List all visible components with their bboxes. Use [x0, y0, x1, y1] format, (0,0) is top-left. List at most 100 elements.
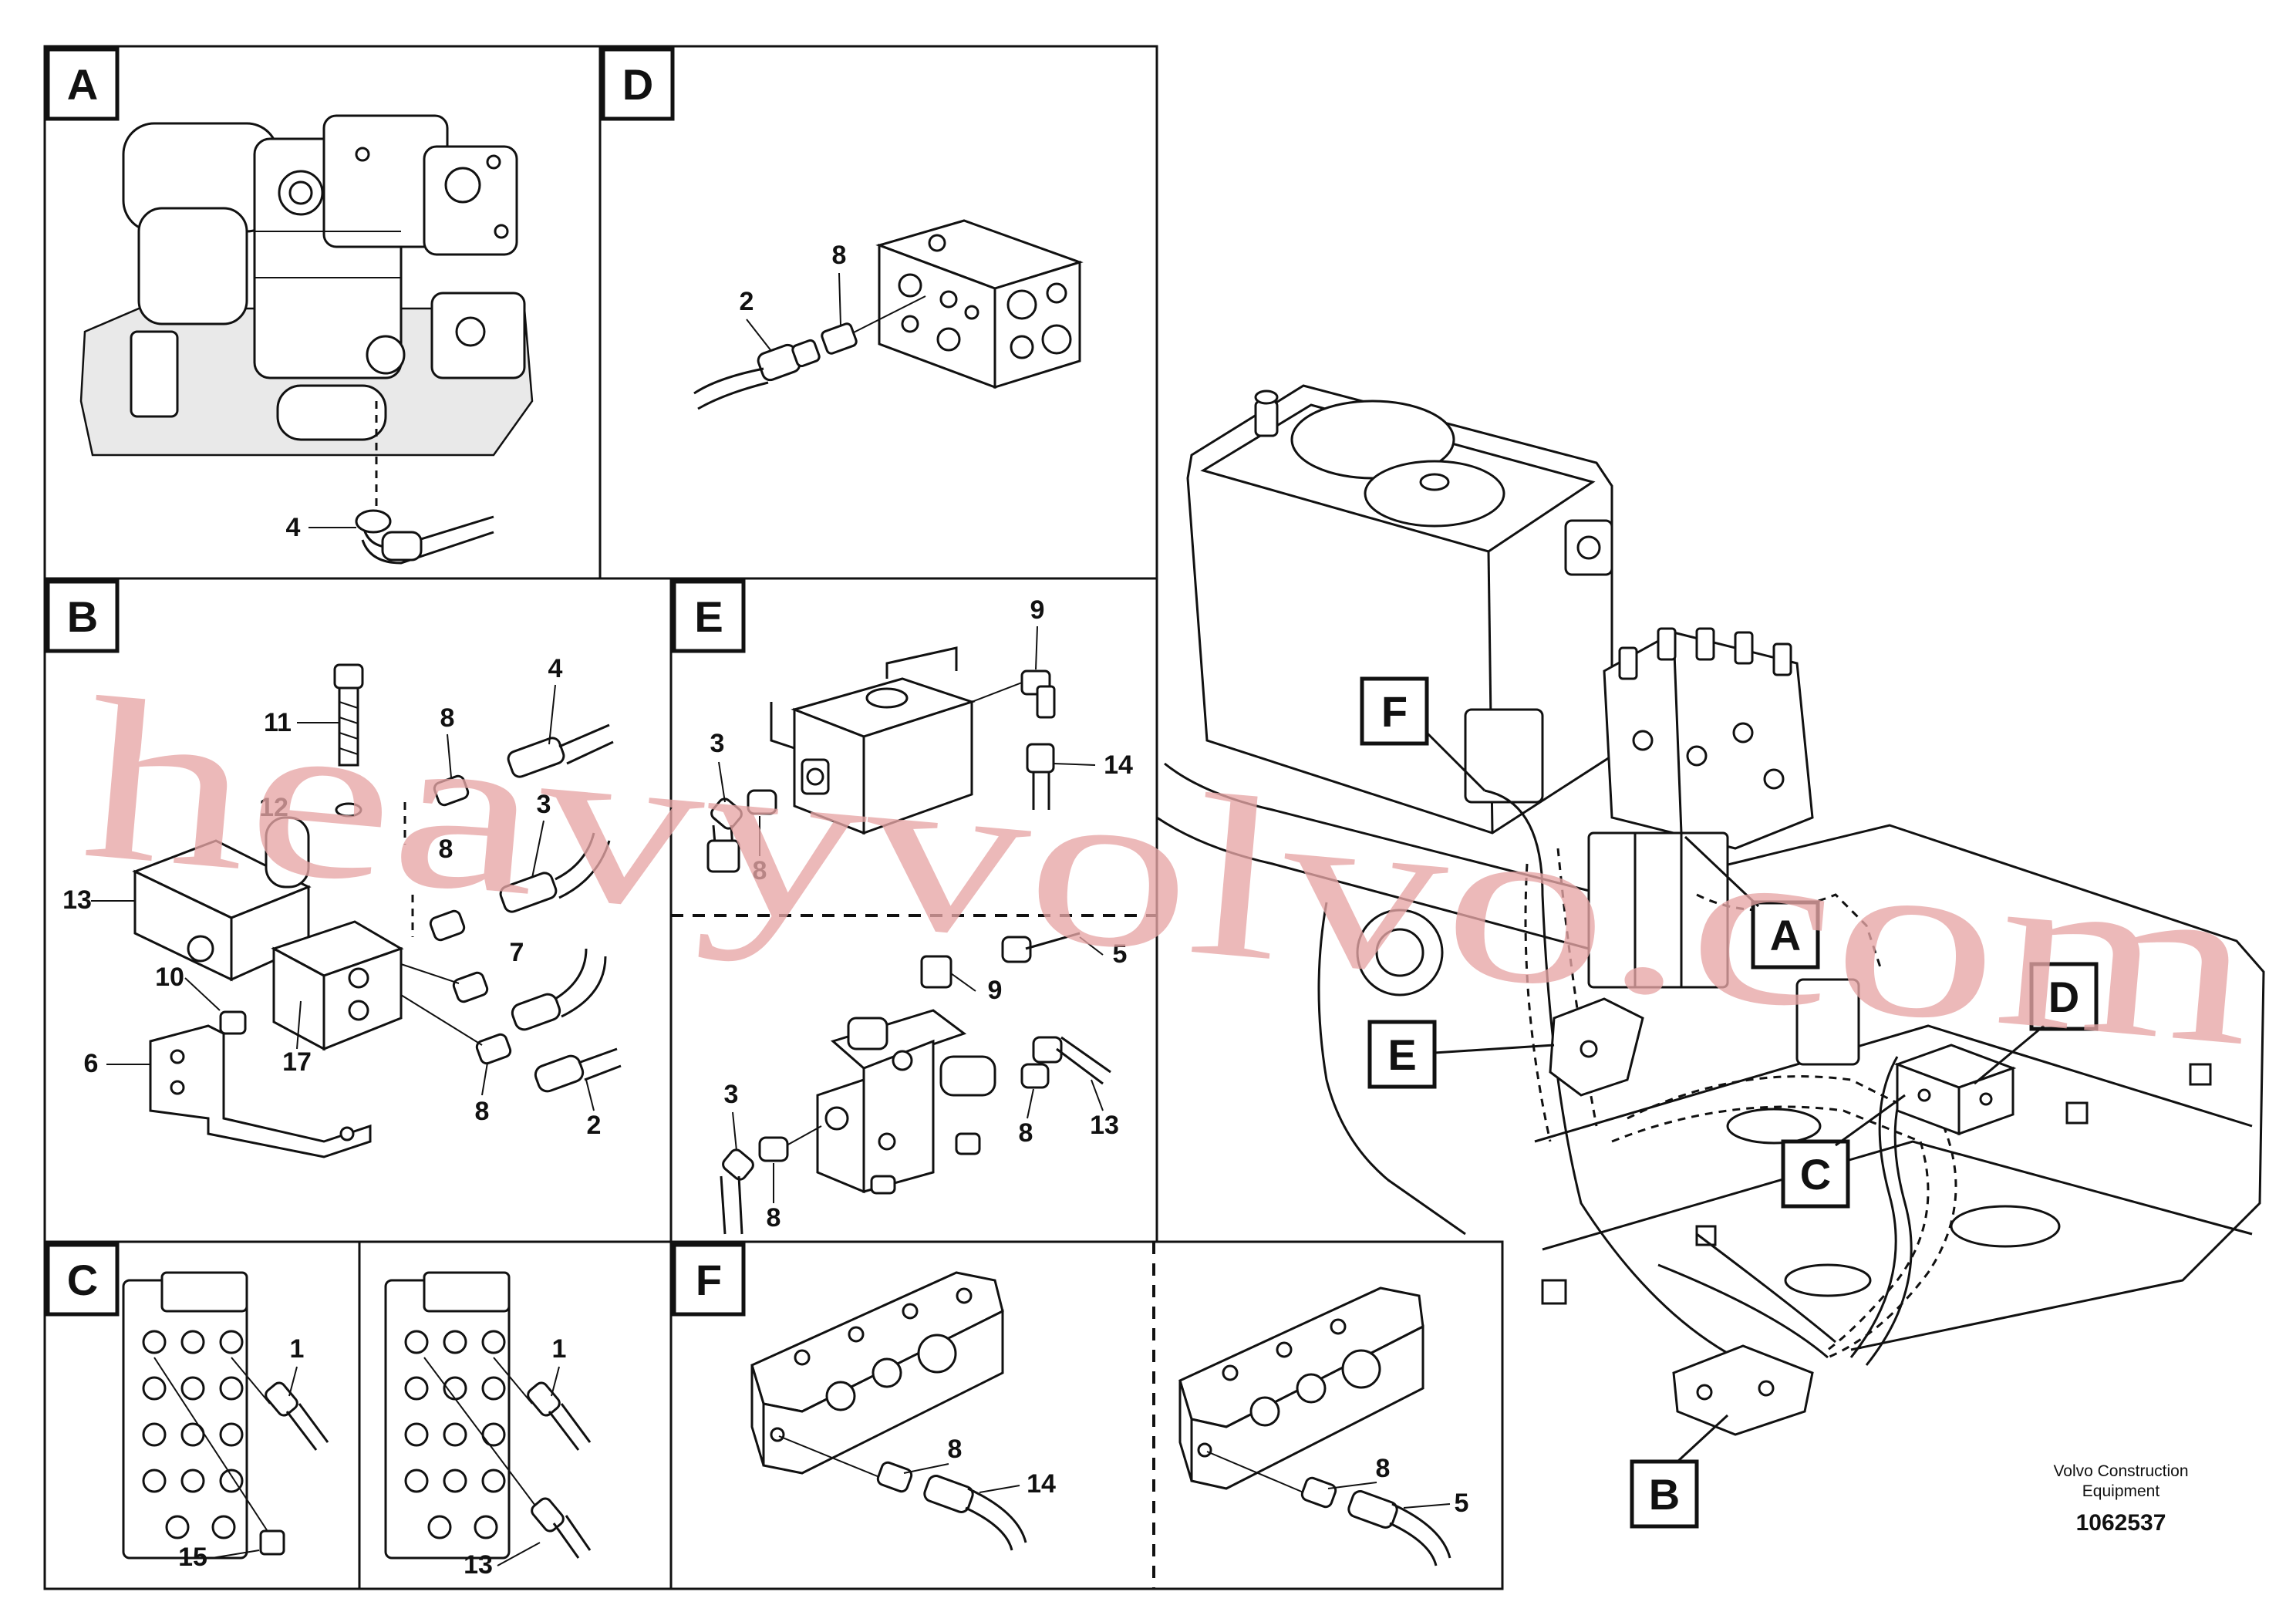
overview-letter-callouts: F A E D C [1360, 676, 2099, 1529]
callouts-e: 9 3 14 8 5 9 3 8 13 8 [710, 595, 1133, 1233]
bracket-6 [149, 1010, 372, 1158]
fittings-upper-e [706, 669, 1056, 873]
svg-text:E: E [694, 592, 723, 641]
svg-text:15: 15 [178, 1543, 207, 1572]
svg-text:14: 14 [1027, 1469, 1056, 1499]
hose-4-elbow [355, 509, 494, 565]
svg-text:8: 8 [767, 1203, 781, 1233]
valve-block-b [132, 816, 404, 1051]
svg-text:3: 3 [710, 729, 725, 758]
svg-text:9: 9 [988, 976, 1003, 1005]
svg-text:8: 8 [475, 1097, 490, 1126]
svg-text:9: 9 [1030, 595, 1045, 625]
letter-box-b: B [46, 579, 120, 653]
svg-text:13: 13 [464, 1550, 493, 1580]
manifold-c-right [384, 1271, 592, 1560]
letter-box-e: E [672, 579, 746, 653]
callouts-c: 1 15 1 13 [178, 1334, 566, 1580]
svg-text:1: 1 [552, 1334, 567, 1364]
panel-c: C [46, 1243, 592, 1580]
ports-left [142, 1330, 244, 1539]
svg-text:4: 4 [286, 513, 301, 542]
overview-callout-f: F [1360, 676, 1486, 792]
callout-d-8: 8 [832, 241, 847, 326]
upper-frame [1156, 762, 2265, 1351]
panel-b: B [46, 579, 622, 1158]
plate-f-right [1178, 1286, 1424, 1490]
svg-text:3: 3 [537, 790, 551, 819]
panel-f: F [672, 1243, 1469, 1566]
callouts-f: 8 14 8 5 [903, 1435, 1469, 1518]
panel-a: A [46, 47, 534, 565]
company-name-line1: Volvo Construction [2053, 1462, 2188, 1480]
svg-text:13: 13 [62, 885, 92, 915]
fittings-lower-e [720, 932, 1111, 1235]
fitting-hose-f-right [1206, 1451, 1451, 1566]
bolt-11 [333, 663, 364, 818]
control-valve-overview [1587, 627, 1814, 989]
svg-text:C: C [67, 1256, 98, 1304]
svg-text:5: 5 [1113, 939, 1128, 969]
svg-text:8: 8 [832, 241, 847, 270]
panel-d: D 2 8 [601, 47, 1084, 410]
svg-text:2: 2 [740, 287, 754, 316]
callout-a-4: 4 [286, 513, 356, 542]
overview-callout-d: D [1974, 962, 2099, 1085]
svg-text:8: 8 [440, 703, 455, 733]
svg-text:6: 6 [84, 1049, 99, 1078]
plate-f-left [750, 1271, 1004, 1475]
svg-text:10: 10 [155, 963, 184, 992]
svg-text:8: 8 [1376, 1454, 1391, 1483]
manifold-c-left [122, 1271, 329, 1560]
panel-frames [43, 45, 1504, 1590]
svg-text:A: A [1770, 911, 1801, 959]
svg-text:D: D [622, 60, 653, 109]
control-valve-drawing [79, 114, 534, 509]
panel-e: E [672, 579, 1133, 1235]
svg-text:5: 5 [1455, 1489, 1469, 1518]
svg-text:B: B [67, 592, 98, 641]
svg-text:8: 8 [1019, 1118, 1033, 1148]
svg-text:4: 4 [548, 654, 563, 683]
letter-box-c: C [46, 1243, 120, 1317]
svg-text:F: F [696, 1256, 722, 1304]
svg-text:11: 11 [264, 708, 292, 737]
svg-text:D: D [2048, 973, 2079, 1021]
solenoid-block-lower [816, 1009, 996, 1195]
callout-d-2: 2 [740, 287, 772, 352]
hoses-b [499, 723, 622, 1093]
block-b-overview [1672, 1344, 1814, 1436]
svg-text:14: 14 [1104, 750, 1133, 780]
watermark: heavyvolvo.com [75, 649, 2264, 1094]
callouts-b: 11 8 4 12 3 13 8 7 10 6 17 8 2 [62, 654, 601, 1140]
svg-text:A: A [67, 60, 98, 109]
overview-callout-c: C [1781, 1094, 1906, 1209]
svg-text:1: 1 [290, 1334, 305, 1364]
svg-text:7: 7 [510, 938, 524, 967]
port-block-d [875, 219, 1084, 389]
svg-text:12: 12 [259, 793, 288, 822]
overview-callout-b: B [1630, 1414, 1729, 1529]
svg-text:2: 2 [587, 1111, 602, 1140]
svg-text:17: 17 [282, 1047, 312, 1077]
drawing-caption: Volvo Construction Equipment 1062537 [2053, 1462, 2188, 1536]
svg-text:heavyvolvo.com: heavyvolvo.com [75, 649, 2264, 1094]
overview-callout-e: E [1367, 1020, 1555, 1089]
svg-text:13: 13 [1090, 1111, 1119, 1140]
svg-text:8: 8 [439, 835, 453, 864]
hydraulic-tank [1186, 384, 1613, 835]
letter-box-f: F [672, 1243, 746, 1317]
drawing-number: 1062537 [2076, 1510, 2166, 1536]
letter-box-a: A [46, 47, 120, 121]
svg-text:B: B [1649, 1470, 1680, 1519]
letter-box-d: D [601, 47, 675, 121]
svg-text:F: F [1381, 687, 1408, 736]
fitting-hose-f-left [778, 1435, 1027, 1551]
company-name-line2: Equipment [2082, 1482, 2160, 1500]
hose-routing [1484, 789, 1957, 1386]
svg-text:E: E [1387, 1030, 1416, 1079]
overview-machine: F A E D C [1156, 384, 2265, 1529]
svg-text:3: 3 [724, 1080, 739, 1109]
fittings-8-b [400, 774, 512, 1065]
